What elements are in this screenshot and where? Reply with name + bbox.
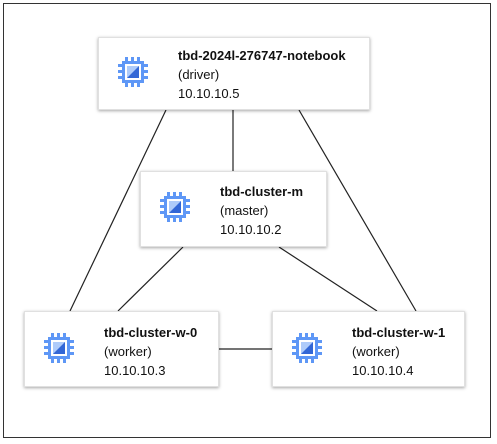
cpu-chip-icon	[118, 57, 148, 87]
node-worker-1[interactable]: tbd-cluster-w-1 (worker) 10.10.10.4	[272, 311, 465, 387]
node-notebook[interactable]: tbd-2024l-276747-notebook (driver) 10.10…	[98, 37, 370, 110]
cpu-chip-icon	[292, 333, 322, 363]
node-master[interactable]: tbd-cluster-m (master) 10.10.10.2	[140, 171, 327, 247]
edge-master-worker0	[117, 246, 184, 312]
cpu-chip-icon	[44, 333, 74, 363]
edge-master-worker1	[278, 246, 378, 312]
node-ip: 10.10.10.2	[220, 222, 282, 237]
node-ip: 10.10.10.5	[178, 86, 240, 101]
edge-notebook-worker0	[69, 109, 167, 312]
node-role: (driver)	[178, 67, 220, 82]
node-name: tbd-cluster-m	[220, 184, 304, 199]
edge-notebook-worker1	[298, 109, 417, 312]
node-name: tbd-2024l-276747-notebook	[178, 48, 346, 63]
node-role: (worker)	[104, 344, 152, 359]
node-role: (worker)	[352, 344, 400, 359]
cpu-chip-icon	[160, 192, 190, 222]
node-ip: 10.10.10.4	[352, 363, 414, 378]
node-ip: 10.10.10.3	[104, 363, 166, 378]
node-name: tbd-cluster-w-0	[104, 325, 198, 340]
node-role: (master)	[220, 203, 269, 218]
node-name: tbd-cluster-w-1	[352, 325, 446, 340]
node-worker-0[interactable]: tbd-cluster-w-0 (worker) 10.10.10.3	[24, 311, 219, 387]
